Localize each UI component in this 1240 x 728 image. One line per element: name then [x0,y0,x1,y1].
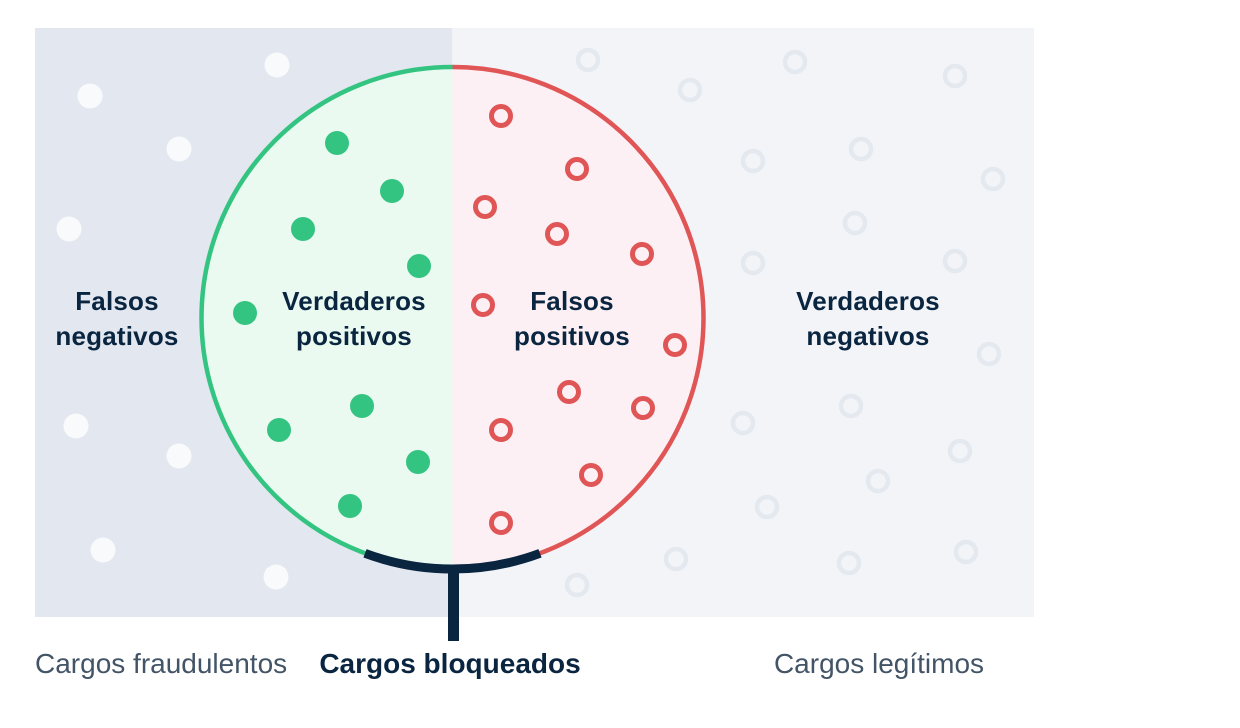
red-ring-dot [557,380,581,404]
gray-ring-dot [953,539,979,565]
green-dot [233,301,257,325]
true-negative-dots [564,47,1006,598]
red-ring-dot [489,511,513,535]
false-negatives-label-line2: negativos [55,321,179,351]
gray-ring-dot [730,410,756,436]
gray-ring-dot [740,148,766,174]
green-dot [267,418,291,442]
gray-ring-dot [848,136,874,162]
green-dot [406,450,430,474]
red-ring-dot [565,157,589,181]
false-positive-dots [471,104,687,535]
true-negatives-label-line2: negativos [806,321,930,351]
red-ring-dot [489,104,513,128]
gray-ring-dot [663,546,689,572]
true-positives-label-line1: Verdaderos [282,286,426,316]
gray-ring-dot [575,47,601,73]
fraudulent-charges-label: Cargos fraudulentos [35,648,288,679]
gray-ring-dot [782,49,808,75]
green-dot [291,217,315,241]
false-positives-label: Falsos positivos [514,284,630,354]
legitimate-charges-label: Cargos legítimos [773,648,985,679]
gray-ring-dot [564,572,590,598]
red-ring-dot [631,396,655,420]
blocked-circle-right-half [452,67,704,569]
gray-ring-dot [947,438,973,464]
green-dot [380,179,404,203]
gray-ring-dot [838,393,864,419]
white-dot [56,216,82,242]
gray-ring-dot [842,210,868,236]
gray-ring-dot [754,494,780,520]
blocked-charges-label: Cargos bloqueados [319,648,581,679]
green-dot [407,254,431,278]
white-dot [166,443,192,469]
red-ring-dot [471,293,495,317]
red-ring-dot [473,195,497,219]
white-dot [77,83,103,109]
white-dot [90,537,116,563]
true-positive-dots [233,131,431,518]
gray-ring-dot [980,166,1006,192]
green-dot [338,494,362,518]
white-dot [63,413,89,439]
gray-ring-dot [740,250,766,276]
gray-ring-dot [942,248,968,274]
red-ring-dot [489,418,513,442]
green-dot [325,131,349,155]
red-ring-dot [545,222,569,246]
red-ring-dot [579,463,603,487]
false-negatives-label-line1: Falsos [75,286,159,316]
red-ring-dot [630,242,654,266]
false-negative-dots [56,52,290,590]
gray-ring-dot [677,77,703,103]
green-half-circle-arc [199,64,453,572]
red-ring-dot [663,333,687,357]
white-dot [166,136,192,162]
false-positives-label-line2: positivos [514,321,630,351]
true-negatives-label: Verdaderos negativos [796,284,940,354]
green-dot [350,394,374,418]
gray-ring-dot [942,63,968,89]
false-negatives-label: Falsos negativos [55,284,178,354]
true-positives-label-line2: positivos [296,321,412,351]
white-dot [263,564,289,590]
gray-ring-dot [976,341,1002,367]
false-positives-label-line1: Falsos [530,286,614,316]
white-dot [264,52,290,78]
gray-ring-dot [865,468,891,494]
gray-ring-dot [836,550,862,576]
red-half-circle-arc [452,64,706,572]
true-positives-label: Verdaderos positivos [282,284,426,354]
true-negatives-label-line1: Verdaderos [796,286,940,316]
